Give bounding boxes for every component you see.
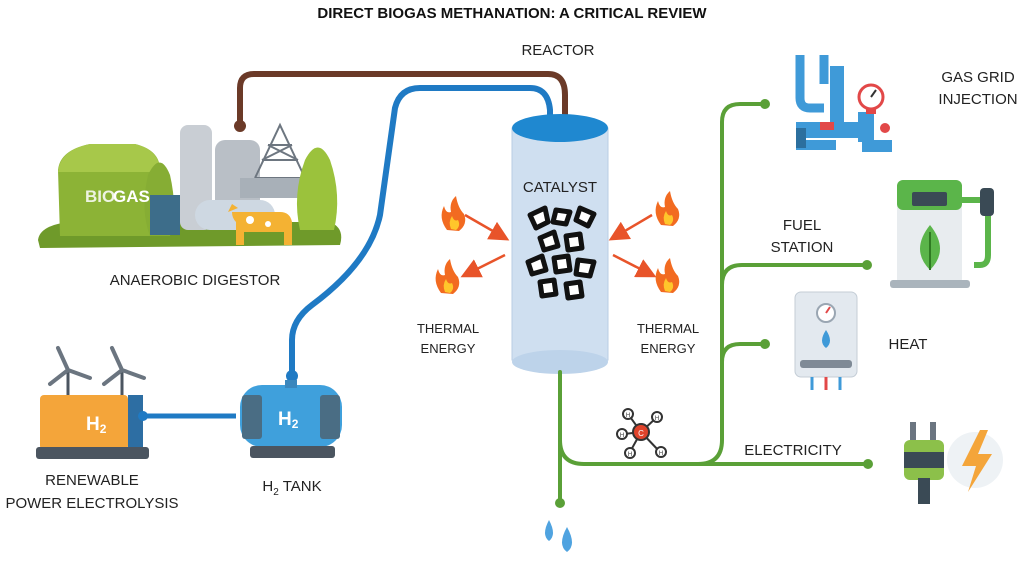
pipe-valve-gauge-icon bbox=[795, 55, 892, 152]
thermal-energy-right-line2: ENERGY bbox=[641, 341, 696, 356]
electrolyzer-connection-dot bbox=[138, 411, 148, 421]
methane-h-label-3: H bbox=[655, 416, 659, 422]
renewable-label-line2: POWER ELECTROLYSIS bbox=[5, 495, 178, 512]
methane-h-label-2: H bbox=[620, 433, 624, 439]
fuel-station-label-line2: STATION bbox=[771, 239, 834, 256]
heat-arrow-right-bottom bbox=[612, 253, 657, 278]
reactor-label: REACTOR bbox=[521, 42, 594, 59]
hydrogen-pipe-dot bbox=[286, 370, 298, 382]
output-dot-gas-grid bbox=[760, 99, 770, 109]
renewable-label-line1: RENEWABLE bbox=[45, 472, 139, 489]
fuel-pump-leaf-icon bbox=[890, 180, 994, 288]
boiler-icon bbox=[794, 291, 858, 390]
heat-arrow-left-top bbox=[464, 213, 510, 241]
catalyst-label: CATALYST bbox=[523, 179, 597, 196]
water-drops-icon bbox=[545, 520, 572, 552]
h2-tank-icon bbox=[240, 380, 342, 458]
output-dot-electricity bbox=[863, 459, 873, 469]
wind-turbine-electrolyzer-icon bbox=[36, 346, 149, 459]
flame-icon-left-bottom bbox=[435, 259, 460, 294]
methane-carbon-label: C bbox=[638, 429, 644, 438]
fuel-station-label-line1: FUEL bbox=[783, 217, 821, 234]
output-dot-heat bbox=[760, 339, 770, 349]
output-dot-water bbox=[555, 498, 565, 508]
methane-h-label-4: H bbox=[628, 452, 632, 458]
tank-h2-label: H2 bbox=[278, 409, 299, 431]
biogas-pipe-end-dot bbox=[234, 120, 246, 132]
biogas-plant-illustration bbox=[38, 122, 342, 248]
methane-h-label-5: H bbox=[659, 451, 663, 457]
biogas-tank-label-prefix: BIO bbox=[85, 187, 115, 206]
plug-lightning-icon bbox=[904, 422, 1003, 504]
output-dot-fuel bbox=[862, 260, 872, 270]
flame-icon-right-bottom bbox=[655, 258, 680, 293]
gas-grid-label-line1: GAS GRID bbox=[941, 69, 1015, 86]
thermal-energy-left-line1: THERMAL bbox=[417, 321, 479, 336]
biogas-pipe bbox=[237, 71, 568, 128]
diagram-title: DIRECT BIOGAS METHANATION: A CRITICAL RE… bbox=[317, 5, 707, 22]
hydrogen-pipe bbox=[289, 85, 553, 381]
flame-icon-left-top bbox=[441, 196, 466, 231]
output-network bbox=[558, 102, 870, 504]
gas-grid-label-line2: INJECTION bbox=[938, 91, 1017, 108]
reactor-column bbox=[511, 114, 609, 374]
methane-molecule-icon bbox=[616, 408, 667, 459]
methane-h-label-1: H bbox=[626, 413, 630, 419]
electrolyzer-h2-label: H2 bbox=[86, 414, 107, 436]
biogas-tank-label-suffix: GAS bbox=[113, 187, 150, 206]
heat-arrow-right-top bbox=[608, 213, 653, 241]
thermal-energy-left-line2: ENERGY bbox=[421, 341, 476, 356]
electricity-label: ELECTRICITY bbox=[744, 442, 842, 459]
thermal-energy-right-line1: THERMAL bbox=[637, 321, 699, 336]
heat-arrow-left-bottom bbox=[460, 253, 506, 278]
h2-tank-label: H2 TANK bbox=[262, 478, 321, 498]
catalyst-pellets bbox=[525, 205, 597, 301]
anaerobic-digestor-label: ANAEROBIC DIGESTOR bbox=[110, 272, 281, 289]
flame-icon-right-top bbox=[655, 191, 680, 226]
heat-label: HEAT bbox=[889, 336, 928, 353]
